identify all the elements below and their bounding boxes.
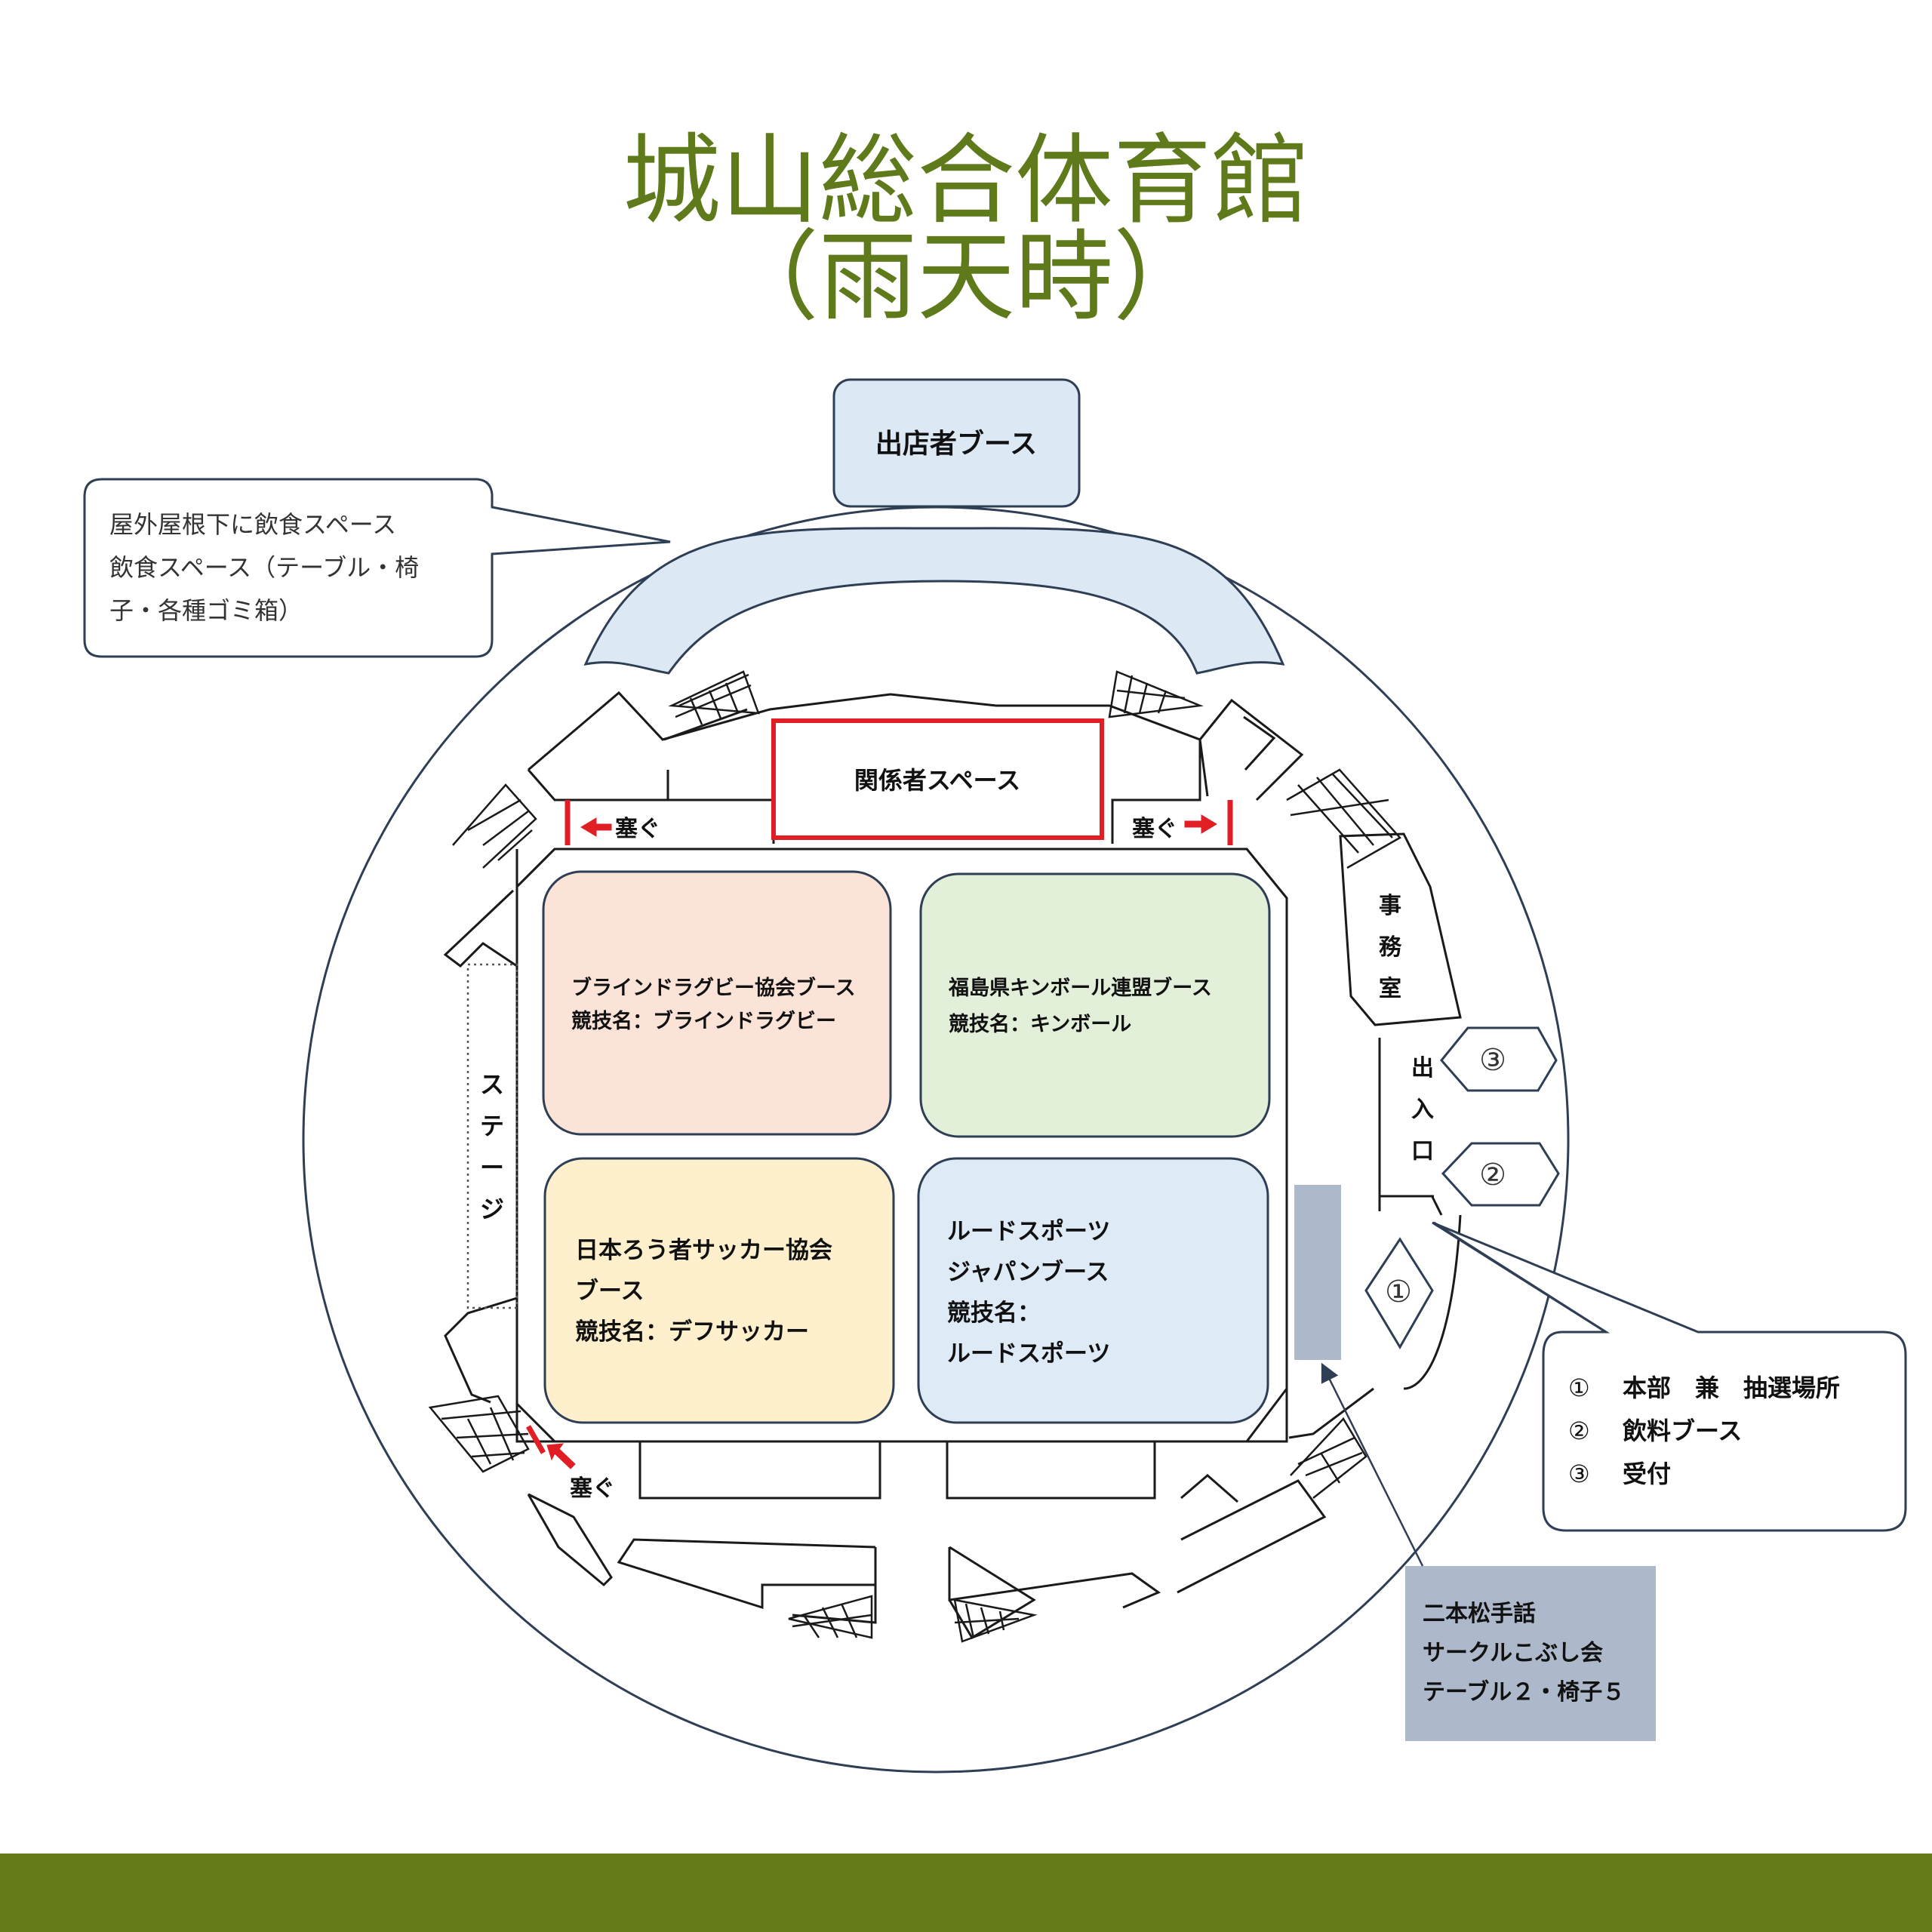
marker-1-label: ①: [1385, 1275, 1412, 1309]
stage-char-3: ー: [480, 1153, 504, 1182]
callout-eating-space: [83, 478, 671, 658]
office-char-1: 事: [1379, 893, 1401, 919]
office-char-2: 務: [1379, 934, 1402, 961]
legend-callout: [1432, 1221, 1907, 1532]
booth-ludo-line-3: 競技名：: [947, 1300, 1041, 1327]
staff-space-label: 関係者スペース: [854, 766, 1020, 795]
legend-text-2: 飲料ブース: [1623, 1417, 1742, 1445]
entrance-char-1: 出: [1411, 1055, 1434, 1081]
marker-hex-1: [1364, 1237, 1434, 1349]
booth-ludo-line-2: ジャパンブース: [947, 1259, 1109, 1286]
sign-circle-line-1: 二本松手話: [1423, 1601, 1536, 1627]
sign-circle-line-2: サークルこぶし会: [1423, 1640, 1603, 1666]
entrance-char-2: 入: [1411, 1097, 1434, 1123]
callout-line-1: 屋外屋根下に飲食スペース: [109, 510, 396, 539]
exhibitor-booth: [832, 378, 1081, 508]
stage-char-4: ジ: [480, 1195, 504, 1223]
booth-kinball-line-1: 福島県キンボール連盟ブース: [948, 976, 1212, 1000]
table-bottom-left: [638, 1440, 881, 1500]
staff-space: [771, 718, 1104, 840]
booth-blind-rugby: [542, 870, 892, 1136]
booth-ludo-line-1: ルードスポーツ: [947, 1218, 1110, 1245]
block-label-bottom-left: 塞ぐ: [570, 1475, 615, 1502]
stage-char-2: テ: [480, 1112, 504, 1140]
booth-blind-rugby-line-2: 競技名：ブラインドラグビー: [571, 1009, 836, 1033]
footer-bar: [0, 1854, 1932, 1932]
entrance-char-3: 口: [1411, 1138, 1434, 1164]
block-label-top-right: 塞ぐ: [1132, 816, 1177, 842]
sign-circle-line-3: テーブル２・椅子５: [1423, 1679, 1625, 1706]
booth-deaf-soccer-line-3: 競技名：デフサッカー: [575, 1318, 809, 1346]
page-title: 城山総合体育館 （雨天時）: [0, 123, 1932, 334]
title-line-1: 城山総合体育館: [622, 123, 1309, 238]
block-label-top-left: 塞ぐ: [615, 816, 660, 842]
legend-num-2: ②: [1568, 1417, 1590, 1445]
exhibitor-booth-label: 出店者ブース: [875, 428, 1037, 460]
callout-line-2: 飲食スペース（テーブル・椅: [109, 553, 419, 582]
legend-pointer: [1433, 1221, 1607, 1334]
stairs: [428, 670, 1401, 1643]
table-bottom-right: [946, 1440, 1156, 1500]
marker-hex-2: [1441, 1142, 1560, 1207]
sign-circle-note: [1405, 1566, 1656, 1741]
sign-circle-arrow: [1321, 1362, 1424, 1567]
booth-kinball-line-2: 競技名：キンボール: [949, 1012, 1131, 1036]
legend-num-3: ③: [1568, 1460, 1590, 1488]
booth-ludo-line-4: ルードスポーツ: [947, 1340, 1110, 1367]
sign-circle-table: [1294, 1185, 1341, 1360]
title-line-2: （雨天時）: [720, 220, 1211, 334]
legend-text-1: 本部 兼 抽選場所: [1623, 1374, 1840, 1402]
callout-line-3: 子・各種ゴミ箱）: [109, 596, 303, 625]
marker-2-label: ②: [1479, 1158, 1506, 1192]
booth-deaf-soccer-line-2: ブース: [575, 1278, 644, 1305]
booth-deaf-soccer-line-1: 日本ろう者サッカー協会: [575, 1237, 832, 1264]
stage-area: [466, 963, 518, 1309]
booth-deaf-soccer: [543, 1157, 895, 1424]
booth-ludo: [917, 1157, 1269, 1424]
marker-hex-3: [1440, 1026, 1558, 1092]
outdoor-roof-area: [583, 527, 1285, 675]
block-markers: [525, 800, 1233, 1469]
legend-text-3: 受付: [1623, 1460, 1671, 1488]
legend-num-1: ①: [1568, 1374, 1590, 1402]
marker-3-label: ③: [1479, 1043, 1506, 1078]
booth-kinball: [919, 872, 1271, 1138]
booth-blind-rugby-line-1: ブラインドラグビー協会ブース: [571, 976, 856, 1000]
stage-char-1: ス: [480, 1070, 504, 1099]
office-char-3: 室: [1379, 976, 1401, 1002]
